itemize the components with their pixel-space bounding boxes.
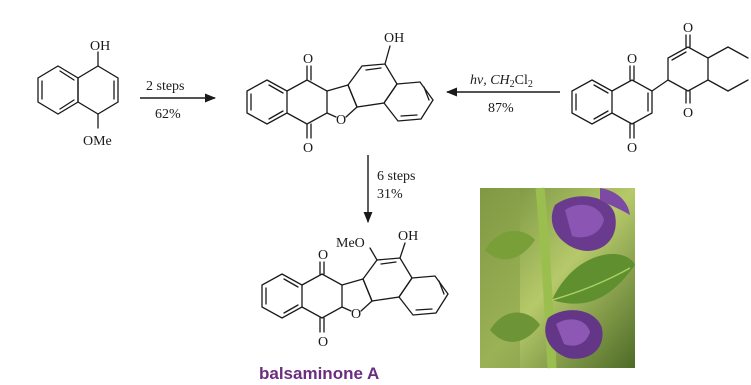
product-o-bottom-label: O: [318, 335, 328, 350]
dimer-o2-label: O: [683, 106, 693, 121]
arrow-step-3: 6 steps 31%: [363, 155, 416, 224]
intermediate-oh-label: OH: [384, 31, 404, 46]
dimer-o4-label: O: [627, 141, 637, 156]
dimer-molecule: O O O O: [571, 21, 749, 156]
intermediate-o-top-label: O: [303, 52, 313, 67]
arrow-step-2: hν, CH2Cl2 87%: [445, 73, 560, 116]
arrow2-top-label: hν, CH2Cl2: [470, 73, 533, 90]
dimer-o3-label: O: [627, 52, 637, 67]
dimer-o1-label: O: [683, 21, 693, 36]
product-o-ring-label: O: [351, 307, 361, 322]
intermediate-molecule: OH O O O: [246, 31, 434, 156]
product-meo-label: MeO: [336, 236, 365, 251]
product-caption: balsaminone A: [259, 364, 379, 383]
start-oh-label: OH: [90, 39, 110, 54]
product-molecule: MeO OH O O O balsaminone A: [259, 229, 449, 383]
start-ome-label: OMe: [83, 134, 112, 149]
arrow3-top-label: 6 steps: [377, 169, 416, 184]
arrow-step-1: 2 steps 62%: [140, 79, 217, 122]
product-o-top-label: O: [318, 248, 328, 263]
intermediate-o-ring-label: O: [336, 113, 346, 128]
flower-photo-icon: [480, 187, 635, 369]
arrow1-top-label: 2 steps: [146, 79, 185, 94]
intermediate-o-bottom-label: O: [303, 141, 313, 156]
product-oh-label: OH: [398, 229, 418, 244]
start-molecule: OH OMe: [37, 39, 119, 149]
arrow3-bottom-label: 31%: [377, 187, 403, 202]
arrow2-bottom-label: 87%: [488, 101, 514, 116]
arrow1-bottom-label: 62%: [155, 107, 181, 122]
